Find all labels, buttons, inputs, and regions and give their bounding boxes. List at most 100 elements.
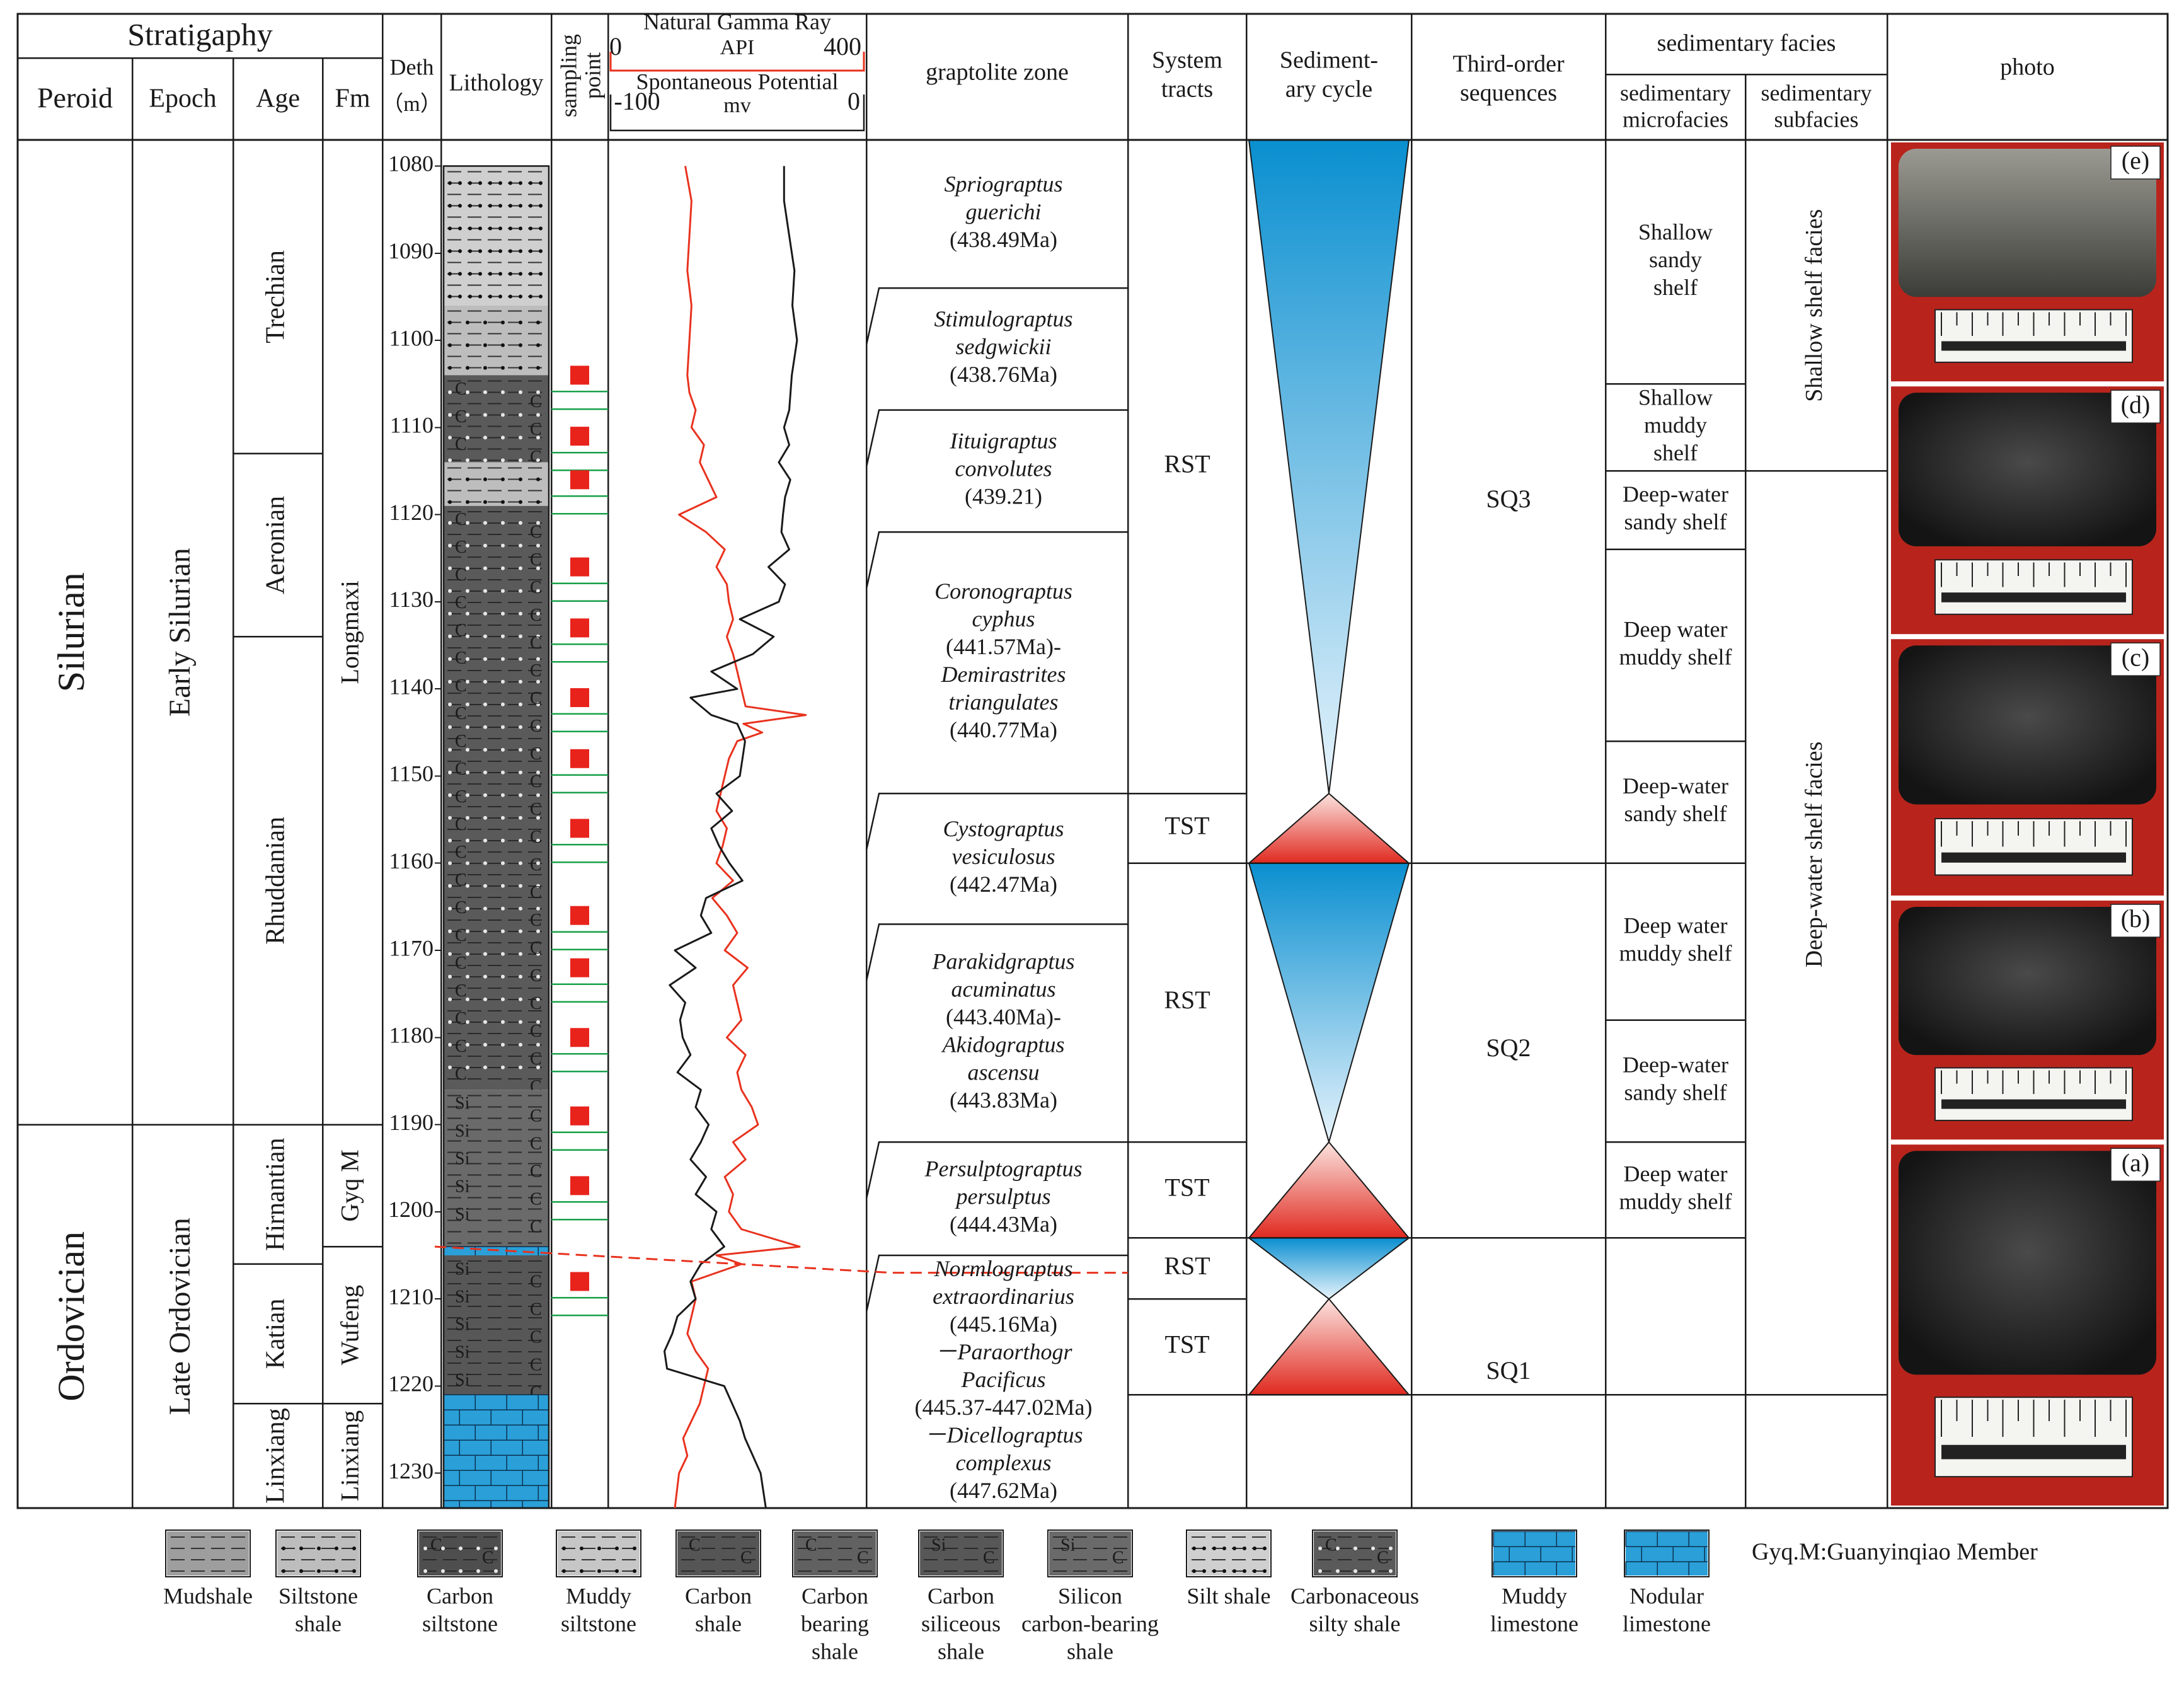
pattern-dot <box>1253 1547 1256 1550</box>
header-depth-unit: （m） <box>382 92 441 116</box>
pattern-dot <box>597 1547 601 1550</box>
pattern-dot <box>483 611 487 616</box>
pattern-dot <box>335 1569 338 1573</box>
cycle-triangle-regressive <box>1248 862 1410 1144</box>
legend-label: shale <box>695 1611 742 1636</box>
pattern-dot <box>466 838 469 843</box>
pattern-dot <box>483 566 487 570</box>
pattern-dot <box>519 974 522 979</box>
pattern-dot <box>1212 1547 1216 1550</box>
header-fm: Fm <box>335 84 370 113</box>
pattern-dot <box>519 343 522 347</box>
pattern-dot <box>501 838 505 843</box>
pattern-dot <box>519 294 522 299</box>
pattern-dot <box>536 477 540 481</box>
pattern-dot <box>448 679 452 684</box>
zone-boundary <box>865 531 1128 589</box>
microfacies-label: muddy <box>1644 413 1707 438</box>
pattern-dot <box>459 1569 463 1573</box>
gamma-ray-max: 400 <box>824 32 861 60</box>
pattern-dot <box>529 226 532 231</box>
legend-label: shale <box>812 1639 858 1664</box>
pattern-dot <box>466 634 469 638</box>
pattern-letter: C <box>482 1548 494 1567</box>
photo-label: (b) <box>2121 904 2151 933</box>
pattern-dot <box>519 1042 522 1047</box>
lithology-fill <box>794 1531 876 1575</box>
pattern-letter: C <box>455 379 467 399</box>
pattern-dot <box>536 952 540 956</box>
depth-tick-label: 1150 <box>389 761 434 786</box>
pattern-dot <box>448 477 452 481</box>
pattern-letter: C <box>530 994 542 1013</box>
graptolite-zone-text: －Dicellograptus <box>924 1422 1083 1448</box>
zone-boundary <box>865 923 1128 981</box>
graptolite-zone-text: Coronograptus <box>934 579 1072 604</box>
pattern-dot <box>580 1569 583 1573</box>
graptolite-zone-text: triangulates <box>948 689 1058 715</box>
scale-band <box>1941 592 2126 602</box>
pattern-dot <box>466 366 469 370</box>
pattern-letter: C <box>1377 1548 1389 1567</box>
depth-tick-label: 1100 <box>389 325 434 350</box>
formation-label: Longmaxi <box>336 580 364 684</box>
pattern-dot <box>466 390 469 395</box>
pattern-dot <box>536 458 540 463</box>
pattern-dot <box>476 1569 480 1573</box>
pattern-letter: C <box>455 926 467 945</box>
pattern-dot <box>483 343 487 347</box>
pattern-dot <box>633 1569 636 1573</box>
pattern-dot <box>519 320 522 325</box>
pattern-dot <box>501 974 505 979</box>
photo-label-box <box>2110 642 2161 676</box>
pattern-dot <box>488 249 492 253</box>
graptolite-zone-text: cyphus <box>972 606 1035 631</box>
pattern-dot <box>466 725 469 729</box>
pattern-letter: C <box>530 772 542 792</box>
graptolite-zone-text: Stimulograptus <box>934 306 1072 331</box>
pattern-dot <box>448 566 452 570</box>
pattern-dot <box>1233 1569 1236 1573</box>
pattern-dot <box>494 1547 498 1550</box>
pattern-dot <box>529 249 532 253</box>
legend-swatch-carbon-siliceous-shale: SiC <box>920 1531 1002 1575</box>
graptolite-zone-text: (445.37-447.02Ma) <box>915 1395 1093 1420</box>
pattern-dot <box>483 1042 487 1047</box>
pattern-dot <box>466 343 469 347</box>
pattern-letter: C <box>455 593 467 613</box>
pattern-dot <box>483 477 487 481</box>
pattern-dot <box>501 1042 505 1047</box>
pattern-dot <box>448 906 452 911</box>
pattern-letter: C <box>455 1064 467 1084</box>
pattern-dot <box>536 861 540 865</box>
pattern-dot <box>468 226 472 231</box>
header-age: Age <box>256 84 300 113</box>
gamma-ray-unit: API <box>720 36 755 59</box>
pattern-dot <box>488 181 492 185</box>
pattern-dot <box>633 1547 636 1550</box>
depth-tick-label: 1140 <box>389 674 434 699</box>
pattern-dot <box>509 272 512 276</box>
pattern-letter: C <box>530 1218 542 1237</box>
pattern-dot <box>448 702 452 706</box>
header-subfacies: subfacies <box>1774 107 1859 132</box>
graptolite-zone-text: Demirastrites <box>941 662 1066 687</box>
pattern-dot <box>498 204 502 208</box>
pattern-letter: C <box>1325 1535 1337 1555</box>
lithology-fill <box>1493 1531 1575 1575</box>
pattern-dot <box>1336 1569 1340 1573</box>
lithology-bed-nodular-limestone <box>443 1394 549 1508</box>
legend-label: Muddy <box>1502 1583 1567 1608</box>
pattern-letter: C <box>530 578 542 597</box>
pattern-dot <box>498 249 502 253</box>
pattern-letter: C <box>455 759 467 779</box>
pattern-dot <box>466 413 469 417</box>
pattern-dot <box>501 500 505 504</box>
legend-swatch-carbonaceous-silty-shale: CC <box>1314 1531 1396 1575</box>
period-label: Ordovician <box>50 1231 92 1402</box>
pattern-dot <box>1389 1569 1393 1573</box>
pattern-dot <box>466 815 469 820</box>
pattern-letter: C <box>530 1162 542 1182</box>
graptolite-zone-text: (443.83Ma) <box>950 1088 1057 1113</box>
